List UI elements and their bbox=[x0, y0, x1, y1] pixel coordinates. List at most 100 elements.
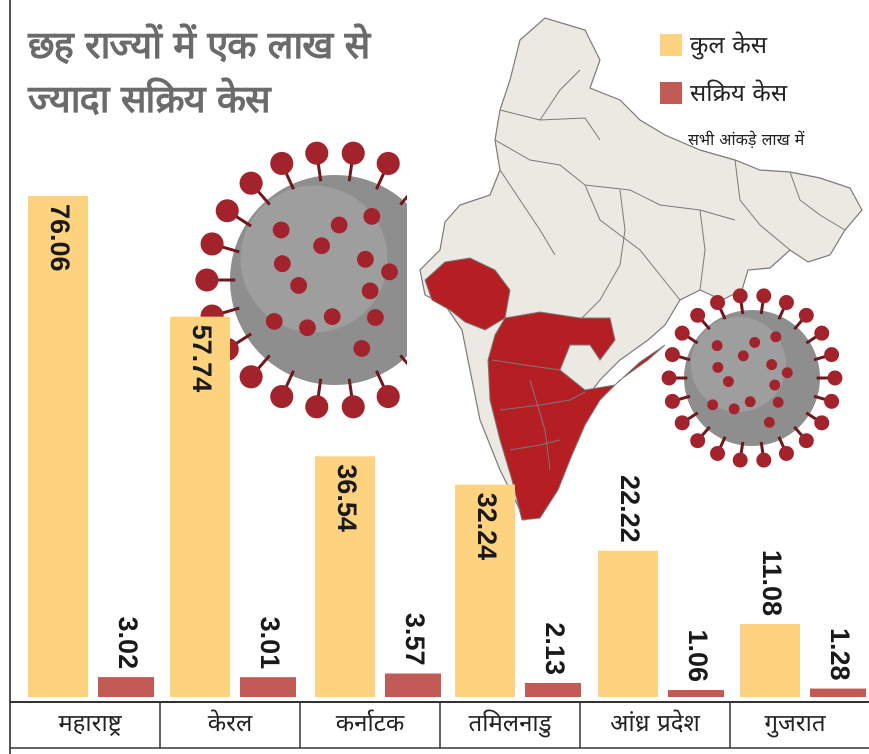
bar-total bbox=[170, 316, 230, 697]
virus-shade bbox=[690, 316, 787, 412]
virus-surface-spike bbox=[366, 309, 384, 326]
virus-spike bbox=[215, 199, 239, 223]
virus-surface-spike bbox=[781, 367, 793, 379]
virus-surface-spike bbox=[712, 362, 724, 373]
virus-spike bbox=[732, 288, 748, 304]
virus-spike bbox=[814, 325, 830, 341]
virus-spike bbox=[270, 151, 294, 176]
virus-spike bbox=[798, 307, 814, 323]
virus-spike bbox=[664, 347, 680, 363]
virus-surface-spike bbox=[353, 340, 371, 357]
virus-surface-spike bbox=[749, 336, 761, 348]
data-label-total: 36.54 bbox=[332, 464, 362, 532]
virus-spike bbox=[824, 347, 840, 363]
virus-spike bbox=[827, 370, 843, 386]
category-label-gujarat: गुजरात bbox=[764, 709, 826, 737]
virus-surface-spike bbox=[265, 312, 283, 330]
data-label-active: 3.02 bbox=[113, 617, 143, 670]
virus-spike bbox=[674, 325, 690, 341]
virus-spike bbox=[814, 415, 830, 431]
virus-surface-spike bbox=[361, 282, 379, 300]
virus-spike bbox=[690, 433, 706, 449]
virus-surface-spike bbox=[330, 216, 348, 234]
virus-spike bbox=[756, 452, 772, 468]
virus-surface-spike bbox=[763, 416, 775, 428]
data-label-total: 22.22 bbox=[615, 475, 645, 543]
virus-surface-spike bbox=[770, 331, 782, 343]
data-label-active: 3.57 bbox=[400, 613, 430, 666]
virus-spike bbox=[690, 307, 706, 323]
virus-spike bbox=[239, 171, 263, 195]
legend-label-total: कुल केस bbox=[690, 31, 767, 59]
virus-spike bbox=[664, 393, 680, 409]
virus-spike bbox=[305, 141, 329, 165]
category-label-andhra-pradesh: आंध्र प्रदेश bbox=[610, 709, 700, 737]
virus-spike bbox=[270, 384, 294, 409]
virus-spike bbox=[376, 151, 400, 176]
virus-surface-spike bbox=[707, 399, 719, 411]
virus-spike bbox=[305, 395, 329, 419]
virus-spike bbox=[341, 141, 365, 165]
data-label-total: 32.24 bbox=[472, 493, 502, 561]
virus-spike bbox=[710, 445, 726, 461]
virus-surface-spike bbox=[737, 350, 749, 362]
india-map bbox=[419, 17, 863, 522]
bar-active bbox=[240, 677, 296, 697]
category-label-maharashtra: महाराष्ट्र bbox=[58, 709, 122, 737]
virus-surface-spike bbox=[290, 277, 308, 294]
virus-surface-spike bbox=[711, 340, 723, 352]
virus-spike bbox=[661, 370, 677, 386]
virus-surface-spike bbox=[363, 207, 381, 225]
data-label-total: 57.74 bbox=[187, 325, 217, 393]
category-label-kerala: केरल bbox=[207, 709, 253, 737]
data-label-total: 76.06 bbox=[45, 204, 75, 272]
virus-spike-stem bbox=[399, 194, 407, 206]
virus-surface-spike bbox=[272, 221, 290, 239]
bar-total bbox=[28, 195, 88, 697]
virus-spike bbox=[710, 295, 726, 311]
category-label-karnataka: कर्नाटक bbox=[335, 709, 405, 737]
virus-spike bbox=[200, 232, 224, 256]
virus-spike bbox=[778, 445, 794, 461]
state-borders bbox=[494, 69, 846, 331]
bar-active bbox=[810, 688, 866, 697]
units-note: सभी आंकड़े लाख में bbox=[688, 130, 805, 149]
bar-active bbox=[98, 677, 154, 697]
data-label-active: 1.28 bbox=[825, 628, 855, 681]
virus-spike bbox=[798, 433, 814, 449]
virus-spike bbox=[732, 452, 748, 468]
chart-title-line1: छह राज्यों में एक लाख से bbox=[28, 23, 370, 67]
data-label-total: 11.08 bbox=[757, 550, 787, 616]
bar-total bbox=[315, 456, 375, 697]
virus-spike bbox=[195, 268, 219, 292]
bar-total bbox=[455, 484, 515, 697]
bar-active bbox=[385, 673, 441, 697]
bar-active bbox=[668, 690, 724, 697]
virus-shade bbox=[240, 185, 388, 333]
virus-spike bbox=[778, 295, 794, 311]
virus-surface-spike bbox=[769, 379, 781, 391]
legend-swatch-total bbox=[660, 34, 682, 56]
virus-surface-spike bbox=[766, 359, 778, 371]
data-label-active: 1.06 bbox=[683, 629, 713, 682]
virus-spike bbox=[376, 384, 400, 409]
virus-surface-spike bbox=[323, 308, 341, 326]
coronavirus-illustration-right bbox=[661, 288, 843, 468]
highlight-south bbox=[487, 311, 666, 521]
virus-spike bbox=[341, 395, 365, 419]
virus-surface-spike bbox=[356, 250, 374, 268]
virus-spike-stem bbox=[399, 354, 407, 366]
legend-label-active: सक्रिय केस bbox=[690, 79, 788, 107]
south-state-borders bbox=[491, 359, 586, 471]
virus-spike bbox=[674, 415, 690, 431]
virus-surface-spike bbox=[298, 319, 316, 337]
bar-active bbox=[525, 682, 581, 697]
virus-surface-spike bbox=[273, 255, 291, 273]
virus-surface-spike bbox=[744, 396, 756, 408]
data-label-active: 3.01 bbox=[255, 617, 285, 670]
virus-spike bbox=[756, 288, 772, 304]
virus-surface-spike bbox=[313, 237, 331, 255]
